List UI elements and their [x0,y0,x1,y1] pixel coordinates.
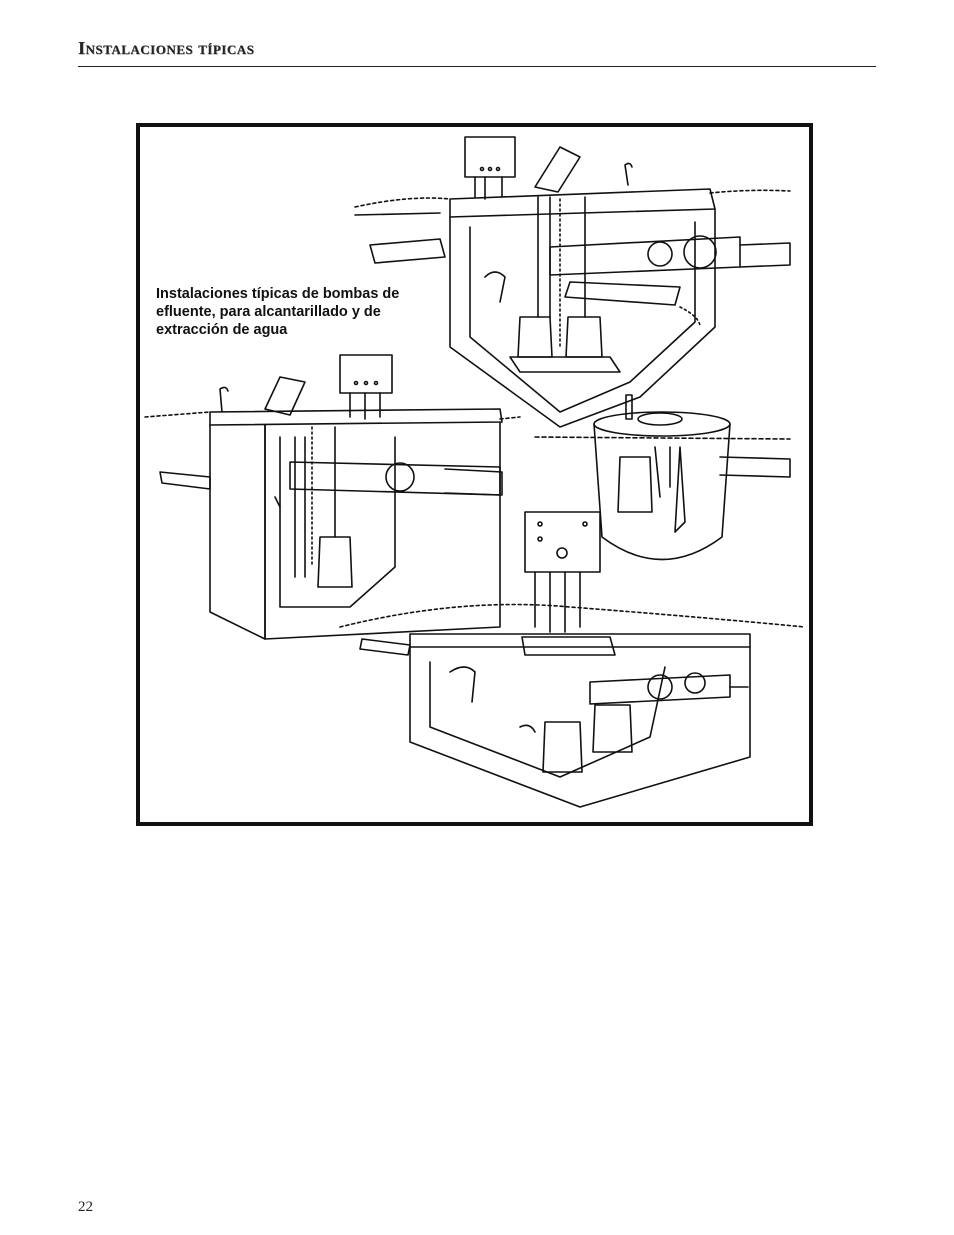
dewatering-basin-illustration [339,511,806,808]
page-header: Instalaciones típicas [78,38,876,67]
page-number: 22 [78,1199,93,1215]
effluent-basin-illustration [354,136,791,428]
round-basin-illustration [534,394,791,561]
pump-installations-illustration [144,136,806,808]
sewage-basin-illustration [144,354,521,640]
header-divider [78,66,876,67]
installations-figure: Instalaciones típicas de bombas de eflue… [136,123,813,826]
section-title: Instalaciones típicas [78,38,255,58]
figure-caption: Instalaciones típicas de bombas de eflue… [156,286,400,338]
